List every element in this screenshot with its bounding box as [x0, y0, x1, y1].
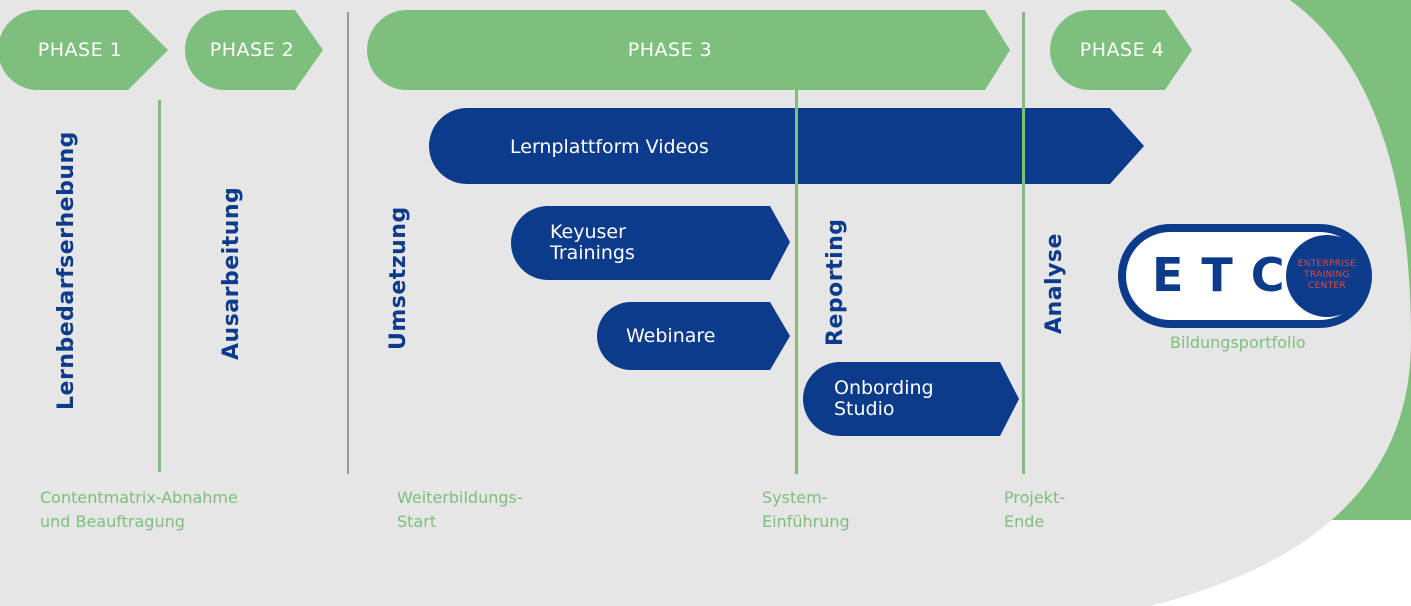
webinare-shape [597, 302, 790, 370]
divider-phase-2-3 [347, 12, 349, 474]
milestone-projekt-ende: Projekt- Ende [1004, 488, 1065, 531]
phase-3-label: PHASE 3 [627, 39, 713, 61]
onbording-studio-shape [803, 362, 1019, 436]
phase-2-shape [185, 10, 323, 90]
phase-4-label: PHASE 4 [1079, 39, 1165, 61]
etc-logo-letters: ETC [1152, 248, 1303, 302]
phase-1-shape [0, 10, 168, 90]
deliverable-onbording-studio: Onbording Studio [834, 377, 934, 420]
activity-umsetzung: Umsetzung [386, 206, 411, 350]
keyuser-trainings-shape [511, 206, 790, 280]
deliverable-lernplattform-videos: Lernplattform Videos [510, 135, 709, 158]
activity-analyse: Analyse [1042, 233, 1067, 334]
divider-projekt-ende [1022, 12, 1025, 474]
deliverable-webinare: Webinare [626, 324, 716, 347]
milestone-system-einfuehrung: System- Einführung [762, 488, 850, 531]
activity-ausarbeitung: Ausarbeitung [219, 186, 244, 360]
etc-logo-subtitle: ENTERPRISE TRAINING CENTER [1297, 259, 1357, 291]
milestone-contentmatrix: Contentmatrix-Abnahme und Beauftragung [40, 488, 238, 531]
divider-system-einfuehrung [795, 88, 798, 474]
activity-reporting: Reporting [823, 218, 848, 346]
phase-1-label: PHASE 1 [37, 39, 123, 61]
lernplattform-videos-shape [429, 108, 1144, 184]
phase-4-shape [1050, 10, 1192, 90]
etc-logo-circle [1286, 235, 1368, 317]
phase-2-label: PHASE 2 [209, 39, 295, 61]
activity-lernbedarfserhebung: Lernbedarfserhebung [54, 131, 79, 410]
bildungsportfolio-caption: Bildungsportfolio [1170, 333, 1306, 352]
milestone-weiterbildungs-start: Weiterbildungs- Start [397, 488, 523, 531]
deliverable-keyuser-trainings: Keyuser Trainings [550, 221, 635, 264]
phase-3-shape [367, 10, 1010, 90]
divider-phase-1-2 [158, 100, 161, 472]
